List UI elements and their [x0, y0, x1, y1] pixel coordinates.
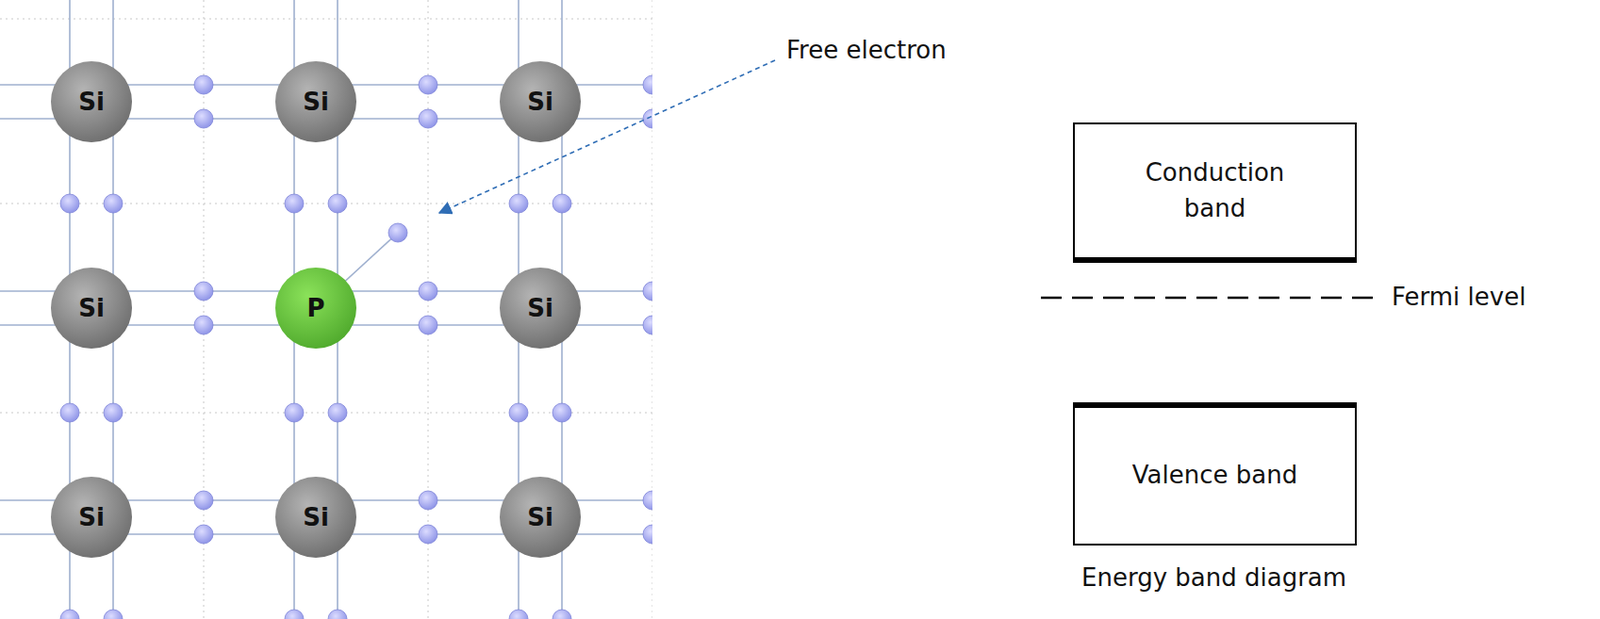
electron	[284, 194, 304, 214]
electron	[194, 109, 214, 129]
electron	[328, 610, 347, 619]
electron	[418, 109, 438, 129]
electron	[418, 281, 438, 301]
atom-symbol: Si	[78, 505, 105, 530]
electron	[552, 610, 572, 619]
electron	[509, 194, 528, 214]
diagram-caption: Energy band diagram	[1079, 563, 1349, 594]
electron	[418, 315, 438, 335]
electron	[60, 610, 80, 619]
atom-circle: Si	[275, 477, 357, 559]
atom-circle: Si	[50, 267, 132, 349]
atom-symbol: P	[306, 296, 325, 321]
electron	[552, 403, 572, 423]
electron	[60, 194, 80, 214]
electron	[643, 491, 653, 511]
atom-circle: Si	[499, 477, 581, 559]
band-name: Conduction band	[1132, 155, 1298, 227]
level-label: Fermi level	[1389, 282, 1528, 313]
atom-circle: P	[275, 267, 357, 349]
atom-circle: Si	[499, 267, 581, 349]
electron	[643, 281, 653, 301]
atom-symbol: Si	[527, 89, 554, 115]
electron	[284, 610, 304, 619]
atom-circle: Si	[275, 61, 357, 143]
atom-symbol: Si	[302, 505, 330, 530]
electron	[418, 491, 438, 511]
atom-symbol: Si	[78, 89, 105, 115]
atom-circle: Si	[50, 477, 132, 559]
electron	[194, 281, 214, 301]
electron	[509, 403, 528, 423]
electron	[194, 525, 214, 545]
bond-lines	[0, 0, 653, 619]
atom-symbol: Si	[302, 89, 330, 115]
atom-symbol: Si	[527, 505, 554, 530]
atom-symbol: Si	[527, 296, 554, 321]
electron	[194, 75, 214, 95]
electron	[643, 315, 653, 335]
electron	[194, 491, 214, 511]
fermi-level-line	[1040, 296, 1378, 300]
electron	[388, 223, 408, 243]
atom-circle: Si	[499, 61, 581, 143]
electron	[418, 525, 438, 545]
electron	[418, 75, 438, 95]
grid-lines	[0, 0, 653, 619]
atom-circle: Si	[50, 61, 132, 143]
callout-label: Free electron	[784, 35, 949, 66]
energy-band-box: Valence band	[1072, 402, 1357, 546]
band-name: Valence band	[1132, 458, 1298, 495]
crystal-lattice	[0, 0, 653, 619]
energy-band-box: Conduction band	[1072, 122, 1357, 264]
electron	[643, 525, 653, 545]
leader-arrow	[439, 60, 776, 214]
electron	[643, 75, 653, 95]
electron	[328, 194, 347, 214]
electron	[328, 403, 347, 423]
electron	[60, 403, 80, 423]
electron	[103, 610, 123, 619]
electron	[509, 610, 528, 619]
atom-symbol: Si	[78, 296, 105, 321]
electron	[103, 194, 123, 214]
electron	[103, 403, 123, 423]
electron	[552, 194, 572, 214]
electron	[194, 315, 214, 335]
electron	[284, 403, 304, 423]
